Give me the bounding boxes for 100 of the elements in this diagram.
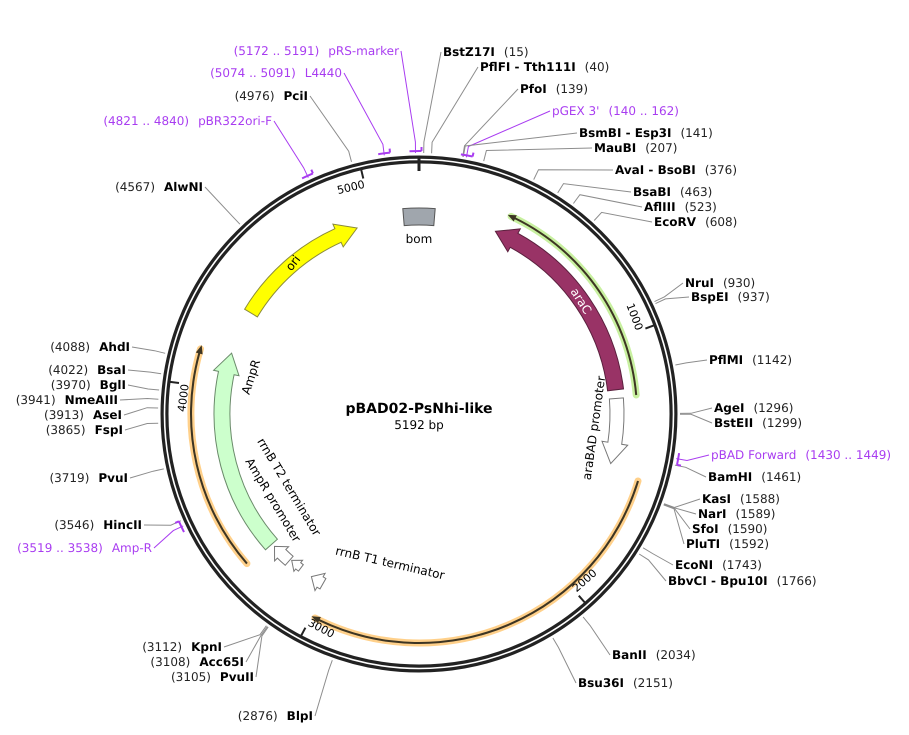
leader-line [274, 120, 309, 178]
primer-range: (5172 .. 5191) [234, 43, 320, 59]
leader-line [310, 96, 352, 162]
enzyme-name: PvuI [98, 470, 128, 486]
site-position: (463) [680, 184, 712, 200]
leader-line [557, 183, 632, 194]
site-position: (1766) [776, 573, 817, 589]
leader-line [654, 282, 684, 302]
leader-line [663, 504, 690, 530]
leader-line [533, 169, 614, 180]
enzyme-name: BstZ17I [443, 44, 495, 60]
enzyme-name: PvuII [220, 669, 254, 685]
site-position: (937) [738, 289, 770, 305]
site-position: (207) [645, 140, 678, 156]
leader-line [552, 638, 576, 684]
feature-label: bom [406, 232, 432, 246]
enzyme-name: HincII [103, 517, 142, 533]
site-position: (1589) [736, 506, 776, 522]
enzyme-name: EcoNI [675, 557, 714, 573]
feature-label: AmpR [238, 358, 264, 396]
leader-line [224, 625, 267, 648]
leader-line [344, 72, 385, 156]
enzyme-name: Bsu36I [578, 675, 624, 691]
primer-name: pBAD Forward [711, 447, 796, 463]
site-position: (930) [722, 275, 756, 291]
leader-line [144, 520, 182, 526]
enzyme-name: AflIII [644, 199, 676, 215]
site-position: (3546) [54, 517, 94, 533]
leader-line [664, 498, 700, 508]
site-position: (523) [684, 199, 717, 215]
site-position: (608) [705, 214, 738, 230]
leader-line [462, 132, 578, 158]
site-position: (3112) [142, 639, 182, 655]
enzyme-name: PflMI [709, 352, 744, 368]
leader-line [256, 626, 269, 678]
site-position: (3108) [150, 654, 190, 670]
plasmid-size: 5192 bp [394, 418, 444, 432]
site-position: (3865) [46, 422, 86, 438]
primer-range: (4821 .. 4840) [103, 113, 190, 129]
leader-line [466, 110, 550, 158]
site-position: (2151) [633, 675, 673, 691]
scale-number: 4000 [176, 384, 192, 413]
enzyme-name: KasI [702, 491, 732, 507]
leader-line [128, 384, 160, 390]
site-position: (4022) [48, 362, 88, 378]
leader-line [128, 370, 162, 374]
site-position: (3105) [171, 669, 211, 685]
leader-line [204, 186, 240, 225]
leader-line [674, 464, 706, 478]
leader-line [655, 296, 690, 304]
primer-range: (1430 .. 1449) [805, 447, 892, 463]
enzyme-name: BstEII [714, 415, 754, 431]
enzyme-name: BsaI [97, 362, 126, 378]
enzyme-name: BsaBI [633, 184, 671, 200]
site-position: (3970) [50, 377, 91, 393]
plasmid-name: pBAD02-PsNhi-like [345, 401, 493, 417]
site-position: (2876) [238, 708, 278, 724]
scale-number: 1000 [624, 302, 645, 333]
site-position: (1299) [762, 415, 802, 431]
leader-line [314, 660, 333, 716]
site-position: (40) [584, 59, 610, 75]
enzyme-name: AlwNI [164, 179, 203, 195]
feature-label: araBAD promoter [580, 375, 608, 481]
enzyme-name: PflFI - Tth111I [480, 59, 576, 75]
leader-line [423, 52, 442, 154]
primer-name: Amp-R [112, 540, 152, 556]
leader-line [120, 398, 159, 400]
scale-number: 5000 [336, 179, 366, 198]
enzyme-name: AgeI [714, 400, 744, 416]
enzyme-name: SfoI [692, 521, 719, 537]
primer-range: (140 .. 162) [608, 103, 679, 119]
site-position: (1590) [728, 521, 768, 537]
site-position: (1142) [752, 352, 792, 368]
scale-number: 3000 [306, 616, 336, 641]
enzyme-name: NarI [698, 506, 727, 522]
primer-range: (3519 .. 3538) [17, 540, 103, 556]
leader-line [130, 468, 164, 478]
enzyme-name: MauBI [594, 140, 636, 156]
leader-line [154, 525, 184, 548]
site-position: (3719) [49, 470, 90, 486]
site-position: (2034) [656, 647, 696, 663]
primer-range: (5074 .. 5091) [210, 65, 296, 81]
leader-line [462, 88, 518, 158]
primer-name: pRS-marker [328, 43, 399, 59]
leader-line [483, 148, 592, 162]
leader-line [594, 212, 652, 222]
leader-line [642, 547, 674, 566]
leader-line [431, 66, 478, 154]
enzyme-name: BspEI [691, 289, 729, 305]
site-position: (15) [504, 44, 529, 60]
leader-line [400, 50, 416, 154]
site-position: (376) [704, 162, 738, 178]
leader-line [680, 414, 712, 424]
site-position: (4567) [115, 179, 155, 195]
leader-line [664, 504, 696, 514]
enzyme-name: BamHI [708, 469, 752, 485]
primer-name: L4440 [304, 65, 342, 81]
leader-line [582, 616, 610, 656]
leader-line [680, 408, 712, 414]
primer-name: pGEX 3' [552, 103, 600, 119]
